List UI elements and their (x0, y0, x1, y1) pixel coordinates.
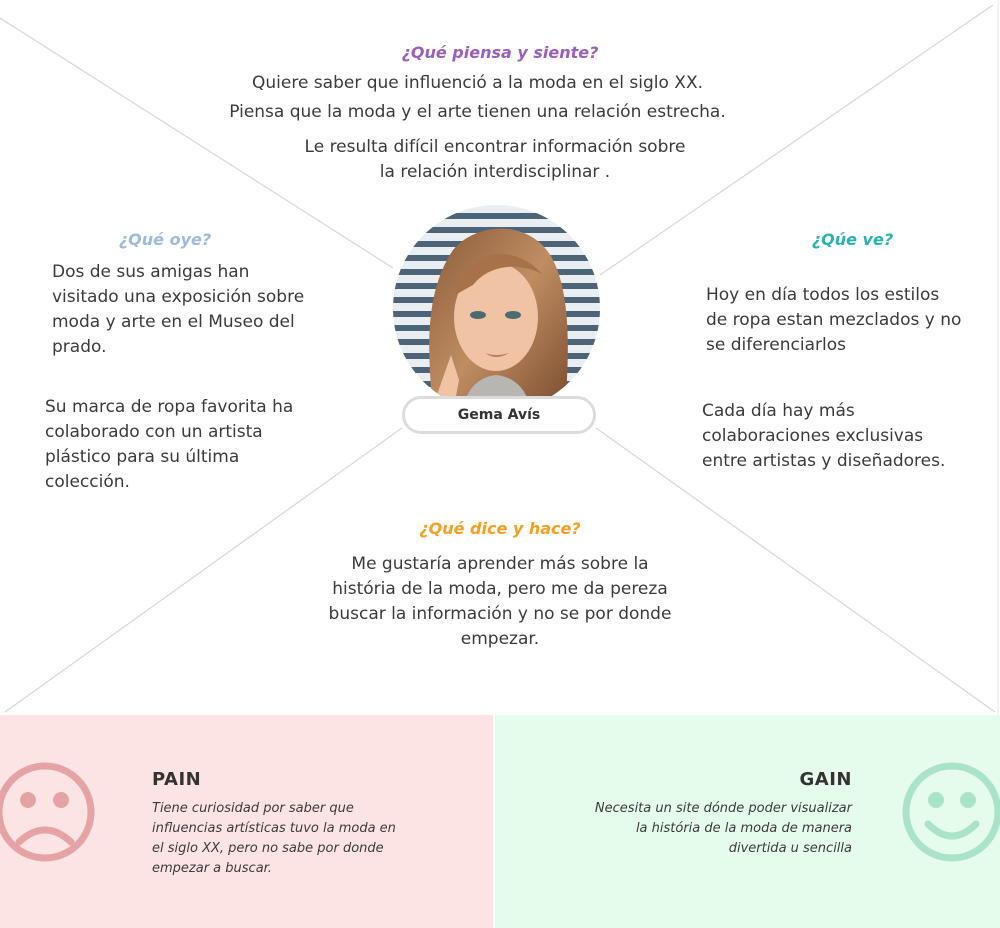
think-feel-line: Piensa que la moda y el arte tienen una … (229, 102, 726, 122)
see-paragraph-1: Hoy en día todos los estilos de ropa est… (706, 283, 991, 358)
see-paragraph-2: Cada día hay más colaboraciones exclusiv… (702, 399, 992, 474)
hear-line: plástico para su última (45, 447, 240, 467)
say-do-line: história de la moda, pero me da pereza (332, 579, 668, 599)
pain-text: Tiene curiosidad por saber que influenci… (152, 799, 452, 879)
see-line: Hoy en día todos los estilos (706, 285, 940, 305)
hear-title: ¿Qué oye? (118, 230, 212, 249)
sad-face-icon (0, 762, 95, 862)
hear-line: colección. (45, 472, 130, 492)
say-do-line: empezar. (460, 629, 540, 649)
see-line: colaboraciones exclusivas (702, 426, 924, 446)
persona-name: Gema Avís (457, 407, 541, 423)
pain-line: Tiene curiosidad por saber que (152, 801, 354, 816)
see-line: se diferenciarlos (706, 335, 846, 355)
gain-line: Necesita un site dónde poder visualizar (594, 801, 852, 816)
gain-line: divertida u sencilla (728, 841, 852, 856)
hear-paragraph-1: Dos de sus amigas han visitado una expos… (52, 260, 352, 360)
hear-line: moda y arte en el Museo del (52, 312, 295, 332)
think-feel-title: ¿Qué piensa y siente? (401, 43, 599, 62)
say-do-line: Me gustaría aprender más sobre la (351, 554, 649, 574)
diagonal-line (599, 4, 994, 276)
diagonal-line (4, 427, 403, 713)
diagonal-line (595, 427, 996, 713)
gain-title: GAIN (799, 769, 852, 790)
say-do-line: buscar la información y no se por donde (328, 604, 672, 624)
empathy-map-grid (0, 0, 999, 715)
persona-avatar (393, 205, 600, 412)
hear-line: Dos de sus amigas han (52, 262, 250, 282)
pain-panel: PAIN Tiene curiosidad por saber que infl… (0, 715, 493, 928)
see-title: ¿Qúe ve? (811, 230, 894, 249)
pain-title: PAIN (152, 769, 202, 790)
think-feel-line: Le resulta difícil encontrar información… (304, 137, 686, 157)
say-do-title: ¿Qué dice y hace? (419, 519, 581, 538)
pain-line: influencias artísticas tuvo la moda en (152, 821, 396, 836)
say-do-text: Me gustaría aprender más sobre la histór… (290, 552, 710, 652)
see-line: de ropa estan mezclados y no (706, 310, 962, 330)
happy-face-icon (902, 762, 1000, 862)
hear-paragraph-2: Su marca de ropa favorita ha colaborado … (45, 395, 345, 495)
think-feel-line: Quiere saber que influenció a la moda en… (251, 73, 703, 93)
hear-line: Su marca de ropa favorita ha (45, 397, 294, 417)
hear-line: visitado una exposición sobre (52, 287, 305, 307)
think-feel-line: la relación interdisciplinar . (379, 162, 611, 182)
gain-panel: GAIN Necesita un site dónde poder visual… (495, 715, 1000, 928)
gain-line: la história de la moda de manera (635, 821, 852, 836)
hear-line: prado. (52, 337, 107, 357)
see-line: Cada día hay más (702, 401, 855, 421)
pain-line: empezar a buscar. (152, 861, 272, 876)
gain-text: Necesita un site dónde poder visualizar … (532, 799, 852, 859)
see-line: entre artistas y diseñadores. (702, 451, 946, 471)
persona-name-badge: Gema Avís (402, 396, 596, 434)
diagonal-line (0, 17, 394, 269)
hear-line: colaborado con un artista (45, 422, 263, 442)
pain-line: el siglo XX, pero no sabe por donde (152, 841, 384, 856)
